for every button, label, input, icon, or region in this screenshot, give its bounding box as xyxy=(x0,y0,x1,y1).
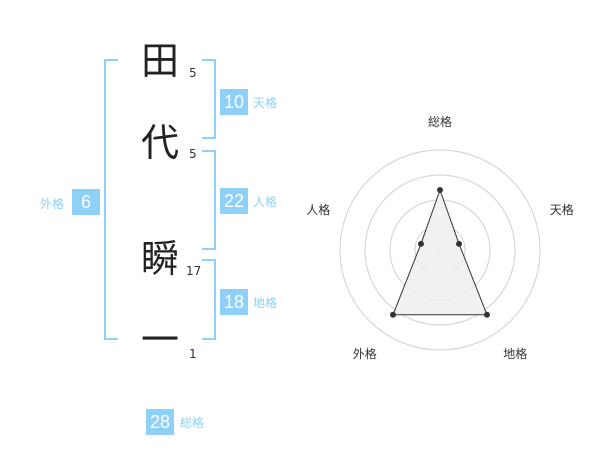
name-char-2: 代 xyxy=(141,121,180,165)
radar-ring-3 xyxy=(364,174,516,326)
jinkaku-value: 22 xyxy=(220,188,248,214)
radar-point-3 xyxy=(389,311,396,318)
radar-point-0 xyxy=(437,187,443,193)
chikaku-value: 18 xyxy=(220,289,248,315)
radar-axis-label-gaikaku: 外格 xyxy=(352,346,377,361)
radar-ring-4 xyxy=(339,149,541,351)
gaikaku-value: 6 xyxy=(72,189,100,215)
stroke-count-3: 17 xyxy=(186,264,202,278)
soukaku-label: 総格 xyxy=(180,416,205,430)
stroke-count-1: 5 xyxy=(189,66,197,80)
name-char-1: 田 xyxy=(141,39,180,83)
radar-axis-label-chikaku: 地格 xyxy=(503,346,528,361)
gaikaku-label: 外格 xyxy=(40,197,65,211)
radar-axis-label-soukaku: 総格 xyxy=(428,115,453,129)
stroke-count-4: 1 xyxy=(189,347,197,361)
chikaku-label: 地格 xyxy=(253,296,278,310)
stroke-count-2: 5 xyxy=(189,147,197,161)
radar-point-2 xyxy=(484,311,491,318)
gaikaku-bracket xyxy=(104,59,118,340)
jinkaku-bracket xyxy=(202,150,216,250)
jinkaku-label: 人格 xyxy=(253,195,278,209)
radar-axis-label-jinkaku: 人格 xyxy=(306,203,331,218)
tenkaku-bracket xyxy=(202,59,216,139)
radar-polygon xyxy=(392,188,488,316)
tenkaku-value: 10 xyxy=(220,89,248,115)
radar-point-4 xyxy=(417,240,424,247)
tenkaku-label: 天格 xyxy=(253,96,278,110)
name-char-3: 瞬 xyxy=(141,237,180,281)
soukaku-value: 28 xyxy=(146,409,174,435)
name-char-4: 一 xyxy=(141,318,180,362)
chikaku-bracket xyxy=(202,259,216,340)
radar-axis-label-tenkaku: 天格 xyxy=(549,203,574,218)
radar-point-1 xyxy=(456,240,463,247)
